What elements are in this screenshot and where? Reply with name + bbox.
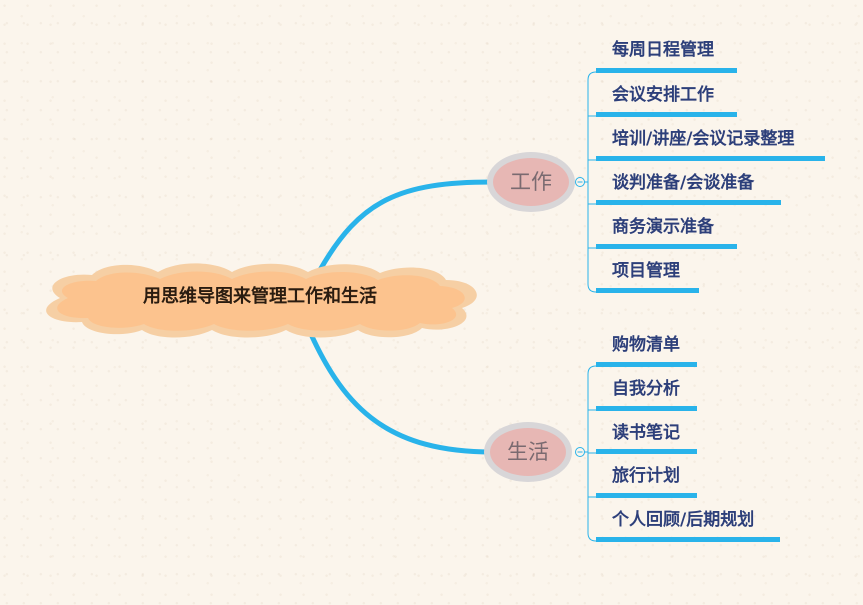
leaf-weekly-schedule[interactable]: 每周日程管理: [612, 40, 714, 60]
connector-work: [317, 179, 495, 273]
collapse-toggle-work[interactable]: [575, 177, 585, 187]
leaf-underline: [596, 68, 737, 73]
collapse-toggle-life[interactable]: [575, 447, 585, 457]
leaf-underline: [596, 406, 697, 411]
leaf-negotiation-prep[interactable]: 谈判准备/会谈准备: [612, 173, 755, 193]
leaf-shopping-list[interactable]: 购物清单: [612, 335, 680, 355]
branch-label-work: 工作: [510, 170, 552, 194]
center-node[interactable]: [46, 263, 477, 338]
leaf-personal-review[interactable]: 个人回顾/后期规划: [612, 510, 755, 530]
leaf-underline: [596, 288, 699, 293]
leaf-underline: [596, 493, 697, 498]
leaf-self-analysis[interactable]: 自我分析: [612, 379, 680, 399]
leaf-underline: [596, 244, 737, 249]
leaf-underline: [596, 449, 697, 454]
leaf-business-presentation[interactable]: 商务演示准备: [612, 217, 714, 237]
leaf-project-management[interactable]: 项目管理: [612, 261, 680, 281]
leaf-underline: [596, 156, 825, 161]
leaf-underline: [596, 537, 780, 542]
leaf-training-notes[interactable]: 培训/讲座/会议记录整理: [612, 129, 795, 149]
branch-label-life: 生活: [507, 440, 549, 464]
leaf-reading-notes[interactable]: 读书笔记: [612, 423, 680, 443]
leaf-travel-plan[interactable]: 旅行计划: [612, 466, 680, 486]
branch-node-life[interactable]: [484, 422, 572, 482]
bracket-work: [587, 71, 597, 293]
leaf-underline: [596, 112, 737, 117]
center-title: 用思维导图来管理工作和生活: [143, 286, 377, 307]
leaf-underline: [596, 362, 697, 367]
leaf-underline: [596, 200, 781, 205]
branch-node-work[interactable]: [487, 152, 575, 212]
connector-life: [307, 329, 495, 455]
leaf-meeting-arrangement[interactable]: 会议安排工作: [612, 85, 714, 105]
